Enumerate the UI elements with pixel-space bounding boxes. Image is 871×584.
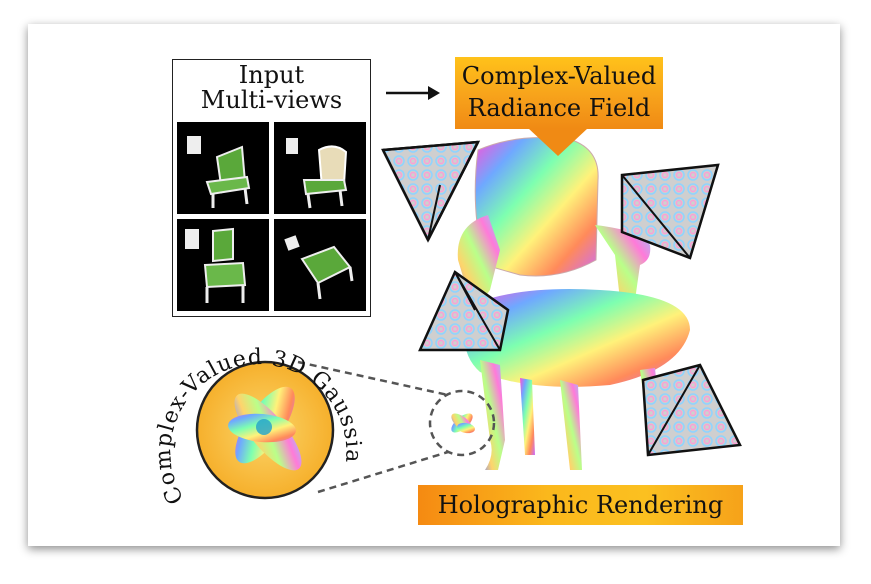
figure-frame [28,24,840,546]
camera-frustum-icon [620,163,720,260]
radiance-banner-line1: Complex-Valued [461,62,657,90]
view-thumbnail [177,219,269,311]
radiance-banner-line2: Radiance Field [467,94,651,122]
gaussian-zoom-source [428,389,496,457]
banner-pointer [528,128,588,156]
view-thumbnail [274,219,366,311]
input-title-line2: Multi-views [200,86,343,114]
input-multiviews-panel: Input Multi-views [172,59,371,317]
view-thumbnail-grid [177,122,366,311]
camera-frustum-icon [418,270,510,352]
camera-frustum-icon [641,363,742,457]
view-thumbnail [274,122,366,214]
holographic-rendering-banner: Holographic Rendering [418,485,743,525]
zoom-line [317,450,449,494]
input-title-line1: Input [238,61,305,89]
camera-frustum-icon [381,140,481,243]
zoom-line [297,360,449,397]
gaussians-zoom-circle [195,360,335,500]
radiance-field-banner: Complex-Valued Radiance Field [455,57,663,129]
view-thumbnail [177,122,269,214]
arrow-right-icon [386,86,440,100]
input-panel-title: Input Multi-views [173,63,370,113]
